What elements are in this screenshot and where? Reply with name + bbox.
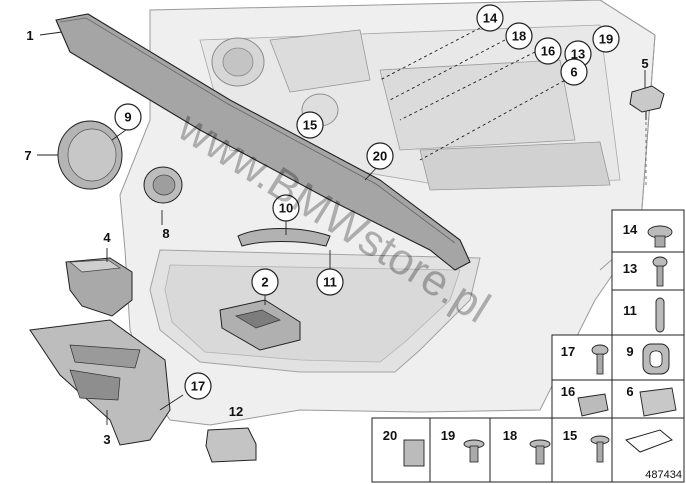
direction-arrow-icon <box>624 429 673 453</box>
legend-label-16: 16 <box>561 384 575 399</box>
callout-label: 14 <box>483 11 498 26</box>
part-label-4: 4 <box>103 230 111 245</box>
spring-clip-icon <box>639 387 677 417</box>
push-clip-icon <box>647 225 673 248</box>
speaker-ring-part <box>143 166 183 204</box>
trim-strip-part <box>55 13 471 271</box>
legend-label-17: 17 <box>561 344 575 359</box>
callout-label: 9 <box>124 110 131 125</box>
clip-part-5 <box>629 85 665 120</box>
callout-19: 19 <box>592 25 620 53</box>
legend-label-14: 14 <box>623 222 638 237</box>
armrest-box-part <box>29 319 171 446</box>
callout-14: 14 <box>476 4 504 32</box>
part-label-7: 7 <box>24 148 31 163</box>
flange-screw-icon <box>590 435 610 463</box>
callout-label: 11 <box>323 275 337 290</box>
fir-tree-rivet-icon <box>529 439 551 465</box>
callout-label: 18 <box>512 29 526 44</box>
callout-circles: 14 18 16 13 19 6 9 15 20 10 2 11 17 <box>114 4 620 400</box>
callout-15: 15 <box>296 111 324 139</box>
legend-label-11: 11 <box>623 303 637 318</box>
part-label-8: 8 <box>162 226 169 241</box>
callout-label: 2 <box>261 275 268 290</box>
diagram-number: 487434 <box>645 469 682 481</box>
speaker-cover-part <box>57 120 123 190</box>
callout-label: 16 <box>541 44 555 59</box>
cover-cap-part <box>205 427 257 463</box>
legend-label-18: 18 <box>503 428 517 443</box>
callout-label: 20 <box>373 149 387 164</box>
part-label-12: 12 <box>229 404 243 419</box>
dowel-pin-icon <box>655 297 665 333</box>
callout-2: 2 <box>251 268 279 296</box>
expanding-rivet-icon <box>463 439 485 463</box>
callout-label: 10 <box>279 201 293 216</box>
callout-11: 11 <box>316 268 344 296</box>
parts-legend <box>371 209 685 483</box>
callout-label: 6 <box>570 65 577 80</box>
window-switch-part <box>219 299 301 351</box>
clip-holder-icon <box>403 439 425 467</box>
callout-20: 20 <box>366 142 394 170</box>
ring-frame-icon <box>642 343 670 375</box>
legend-label-6: 6 <box>626 384 633 399</box>
callout-10: 10 <box>272 194 300 222</box>
callout-label: 19 <box>599 32 613 47</box>
callout-label: 17 <box>191 379 205 394</box>
callout-9: 9 <box>114 103 142 131</box>
callout-16: 16 <box>534 37 562 65</box>
part-label-3: 3 <box>103 432 110 447</box>
callout-label: 15 <box>303 118 317 133</box>
callout-6: 6 <box>560 58 588 86</box>
legend-label-19: 19 <box>441 428 455 443</box>
dashed-leaders <box>379 27 581 161</box>
legend-label-20: 20 <box>383 428 397 443</box>
legend-label-15: 15 <box>563 428 577 443</box>
door-handle-part <box>237 228 331 247</box>
screw-with-washer-icon <box>591 344 609 375</box>
screw-icon <box>652 256 668 287</box>
part-label-5: 5 <box>641 56 648 71</box>
part-label-1: 1 <box>26 28 33 43</box>
legend-label-13: 13 <box>623 261 637 276</box>
bracket-clip-icon <box>577 393 609 417</box>
legend-labels: 14 13 11 17 9 16 6 20 19 18 15 <box>383 222 638 443</box>
callout-17: 17 <box>184 372 212 400</box>
callout-18: 18 <box>505 22 533 50</box>
callout-label: 13 <box>571 47 585 62</box>
legend-label-9: 9 <box>626 344 633 359</box>
storage-bin-part <box>65 257 133 317</box>
